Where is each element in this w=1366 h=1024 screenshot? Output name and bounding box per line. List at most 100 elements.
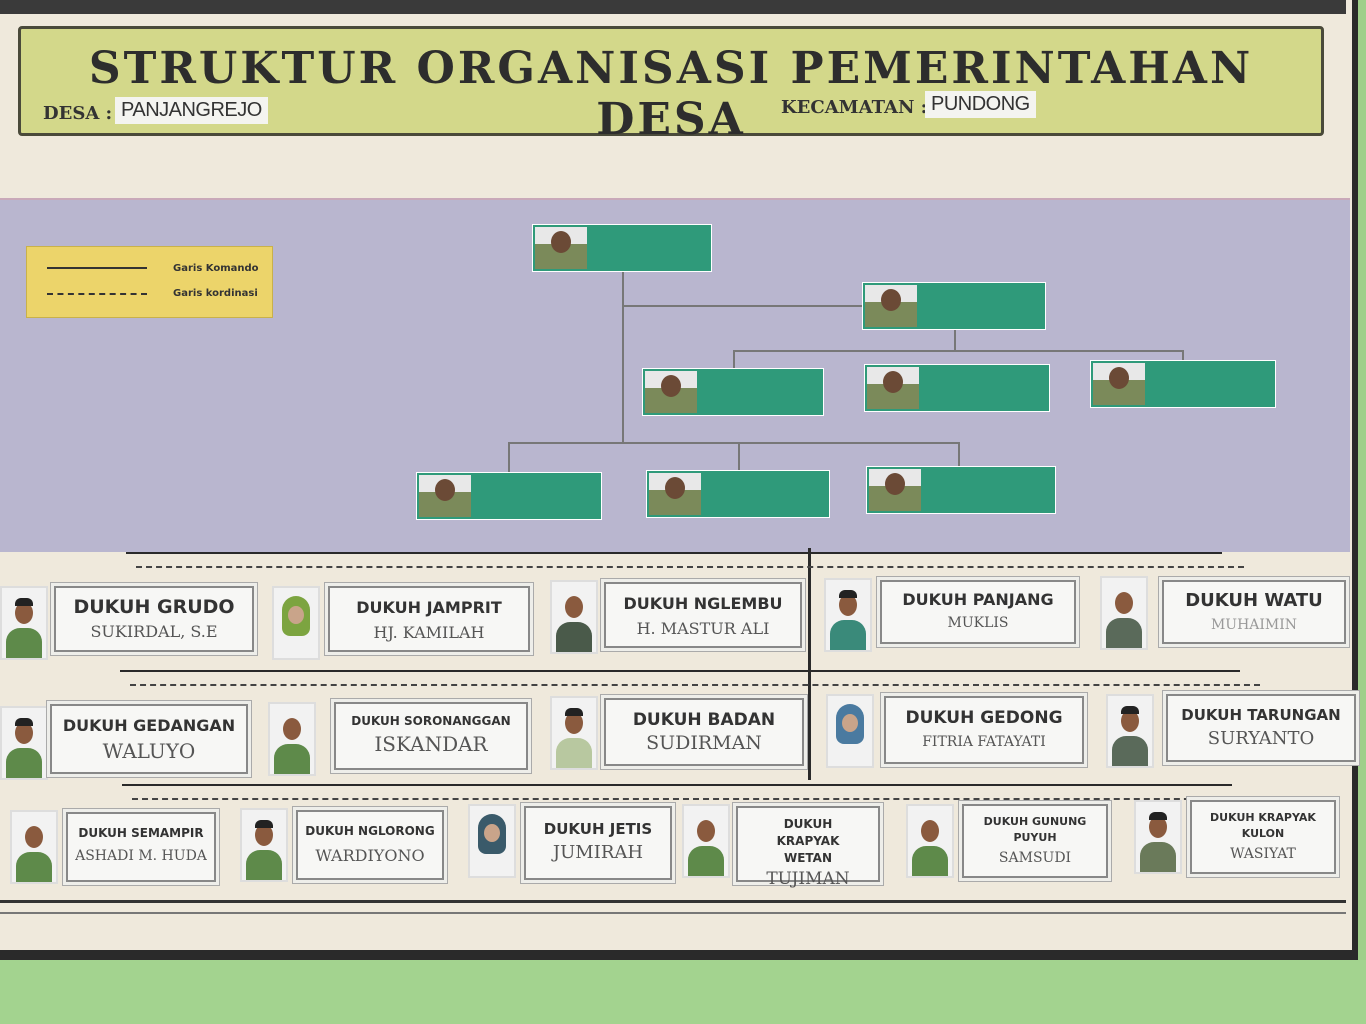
dukuh-title: DUKUH KRAPYAK KULON xyxy=(1210,811,1316,840)
photo-dukuh-krapyak-kulon xyxy=(1134,800,1182,874)
namecard-dukuh-tarungan: DUKUH TARUNGAN SURYANTO xyxy=(1166,694,1356,762)
namecard-dukuh-krapyak-wetan: DUKUH KRAPYAK WETAN TUJIMAN xyxy=(736,806,880,889)
namecard-dukuh-semampir: DUKUH SEMAMPIR ASHADI M. HUDA xyxy=(66,812,216,882)
dukuh-title: DUKUH GEDONG xyxy=(905,708,1063,728)
dukuh-name: JUMIRAH xyxy=(552,842,644,863)
dukuh-name: ASHADI M. HUDA xyxy=(75,848,207,864)
org-box-kasi-3 xyxy=(866,466,1056,514)
main-vertical-line xyxy=(808,548,811,780)
photo-dukuh-jamprit xyxy=(272,586,320,660)
org-photo xyxy=(865,285,917,327)
board-frame-top xyxy=(0,0,1346,14)
namecard-dukuh-soronanggan: DUKUH SORONANGGAN ISKANDAR xyxy=(334,702,528,770)
org-line xyxy=(954,328,956,350)
org-box-lurah xyxy=(532,224,712,272)
namecard-dukuh-panjang: DUKUH PANJANG MUKLIS xyxy=(880,580,1076,644)
dukuh-title: DUKUH WATU xyxy=(1185,590,1323,611)
photo-dukuh-soronanggan xyxy=(268,702,316,776)
header-banner: STRUKTUR ORGANISASI PEMERINTAHAN DESA DE… xyxy=(18,26,1324,145)
dukuh-name: SUDIRMAN xyxy=(646,732,762,754)
dukuh-title: DUKUH SORONANGGAN xyxy=(351,714,511,728)
org-line xyxy=(622,305,862,307)
row1-command-line xyxy=(126,552,1222,554)
dukuh-title: DUKUH GUNUNG PUYUH xyxy=(983,815,1087,844)
row2-coordination-line xyxy=(130,684,1260,686)
photo-dukuh-nglembu xyxy=(550,580,598,654)
photo-dukuh-tarungan xyxy=(1106,694,1154,768)
row1-coordination-line xyxy=(136,566,1244,568)
org-photo xyxy=(649,473,701,515)
dukuh-title: DUKUH GEDANGAN xyxy=(62,716,236,735)
org-photo xyxy=(645,371,697,413)
namecard-dukuh-gedong: DUKUH GEDONG FITRIA FATAYATI xyxy=(884,696,1084,764)
dukuh-title: DUKUH KRAPYAK WETAN xyxy=(776,817,840,865)
dukuh-name: SURYANTO xyxy=(1207,728,1315,749)
photo-dukuh-gedangan xyxy=(0,706,48,780)
dukuh-name: WALUYO xyxy=(102,739,196,763)
namecard-dukuh-watu: DUKUH WATU MUHAIMIN xyxy=(1162,580,1346,644)
photo-dukuh-jetis xyxy=(468,804,516,878)
org-photo xyxy=(535,227,587,269)
dukuh-title: DUKUH NGLEMBU xyxy=(623,594,783,613)
legend: Garis Komando Garis kordinasi xyxy=(26,246,273,318)
desa-value: PANJANGREJO xyxy=(115,97,268,124)
row3-command-line xyxy=(122,784,1232,786)
dukuh-name: SUKIRDAL, S.E xyxy=(90,622,218,641)
namecard-dukuh-krapyak-kulon: DUKUH KRAPYAK KULON WASIYAT xyxy=(1190,800,1336,874)
dukuh-name: ISKANDAR xyxy=(374,732,488,756)
photo-dukuh-semampir xyxy=(10,810,58,884)
org-box-kaur-1 xyxy=(642,368,824,416)
namecard-dukuh-nglembu: DUKUH NGLEMBU H. MASTUR ALI xyxy=(604,582,802,648)
org-line xyxy=(508,442,510,472)
solid-line-sample xyxy=(47,267,147,269)
dukuh-name: TUJIMAN xyxy=(766,869,850,889)
org-line xyxy=(738,442,740,470)
dukuh-title: DUKUH NGLORONG xyxy=(305,824,435,838)
org-box-kasi-2 xyxy=(646,470,830,518)
org-line xyxy=(733,350,735,370)
photo-dukuh-watu xyxy=(1100,576,1148,650)
dukuh-title: DUKUH JAMPRIT xyxy=(356,598,502,617)
dukuh-title: DUKUH JETIS xyxy=(543,820,653,838)
org-line xyxy=(508,442,960,444)
org-line xyxy=(958,442,960,466)
board-bottom-rule xyxy=(0,912,1346,914)
org-photo xyxy=(867,367,919,409)
photo-dukuh-nglorong xyxy=(240,808,288,882)
photo-dukuh-grudo xyxy=(0,586,48,660)
dukuh-title: DUKUH SEMAMPIR xyxy=(78,826,204,840)
row2-command-line xyxy=(120,670,1240,672)
org-photo xyxy=(419,475,471,517)
dukuh-title: DUKUH PANJANG xyxy=(902,590,1054,609)
dukuh-title: DUKUH TARUNGAN xyxy=(1181,706,1341,724)
dukuh-name: HJ. KAMILAH xyxy=(373,623,485,642)
board-bottom-rule xyxy=(0,900,1346,903)
namecard-dukuh-jamprit: DUKUH JAMPRIT HJ. KAMILAH xyxy=(328,586,530,652)
namecard-dukuh-jetis: DUKUH JETIS JUMIRAH xyxy=(524,806,672,880)
org-box-kasi-1 xyxy=(416,472,602,520)
org-line xyxy=(622,270,624,442)
dukuh-name: FITRIA FATAYATI xyxy=(922,734,1046,750)
org-box-sekretaris xyxy=(862,282,1046,330)
dashed-line-sample xyxy=(47,293,147,295)
namecard-dukuh-nglorong: DUKUH NGLORONG WARDIYONO xyxy=(296,810,444,880)
legend-komando: Garis Komando xyxy=(173,263,259,274)
kecamatan-label: KECAMATAN : xyxy=(781,97,928,118)
legend-kordinasi: Garis kordinasi xyxy=(173,288,258,299)
org-photo xyxy=(869,469,921,511)
dukuh-title: DUKUH GRUDO xyxy=(73,596,235,618)
dukuh-name: MUHAIMIN xyxy=(1210,617,1298,633)
photo-dukuh-panjang xyxy=(824,578,872,652)
dukuh-name: H. MASTUR ALI xyxy=(636,619,770,638)
org-box-kaur-2 xyxy=(864,364,1050,412)
desa-label: DESA : xyxy=(43,103,113,124)
dukuh-title: DUKUH BADAN xyxy=(632,710,776,730)
photo-dukuh-krapyak-wetan xyxy=(682,804,730,878)
notice-board: STRUKTUR ORGANISASI PEMERINTAHAN DESA DE… xyxy=(0,0,1358,964)
wall xyxy=(0,960,1366,1024)
page-title: STRUKTUR ORGANISASI PEMERINTAHAN DESA xyxy=(88,43,1254,145)
org-box-kaur-3 xyxy=(1090,360,1276,408)
kecamatan-value: PUNDONG xyxy=(925,91,1036,118)
org-photo xyxy=(1093,363,1145,405)
dukuh-name: WARDIYONO xyxy=(315,846,425,865)
